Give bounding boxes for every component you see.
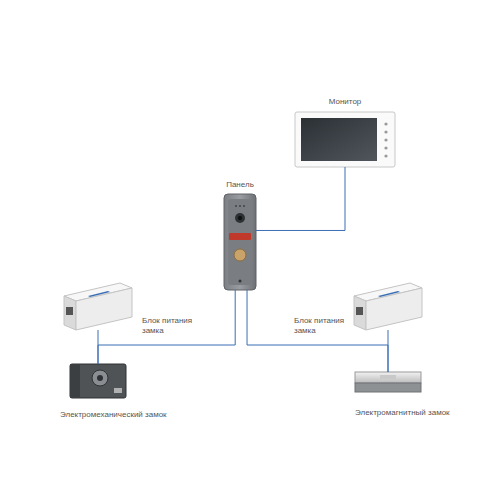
wire-connector bbox=[98, 330, 99, 364]
power-supply-figure bbox=[354, 283, 422, 330]
device-label: Блок питания замка bbox=[294, 316, 352, 336]
wire-connector bbox=[256, 167, 345, 230]
monitor-node: Монитор bbox=[295, 112, 395, 167]
wire-connector bbox=[247, 290, 388, 372]
electromagnetic-lock-node: Электромагнитный замок bbox=[355, 372, 421, 392]
device-label: Монитор bbox=[285, 97, 405, 107]
power-supply-node: Блок питания замка bbox=[64, 283, 132, 330]
power-supply-node: Блок питания замка bbox=[354, 283, 422, 330]
monitor-figure bbox=[295, 112, 395, 167]
electromechanical-lock-node: Электромеханический замок bbox=[70, 364, 126, 398]
electromechanical-lock-figure bbox=[70, 364, 126, 398]
device-label: Электромеханический замок bbox=[60, 410, 180, 420]
electromagnetic-lock-figure bbox=[355, 372, 421, 392]
device-label: Панель bbox=[200, 180, 280, 190]
device-label: Блок питания замка bbox=[142, 316, 206, 336]
wire-connector bbox=[388, 330, 389, 372]
device-label: Электромагнитный замок bbox=[355, 408, 470, 418]
wire-connector bbox=[98, 290, 235, 364]
power-supply-figure bbox=[64, 283, 132, 330]
call-panel-figure bbox=[224, 194, 256, 290]
call-panel-node: Панель bbox=[224, 194, 256, 290]
